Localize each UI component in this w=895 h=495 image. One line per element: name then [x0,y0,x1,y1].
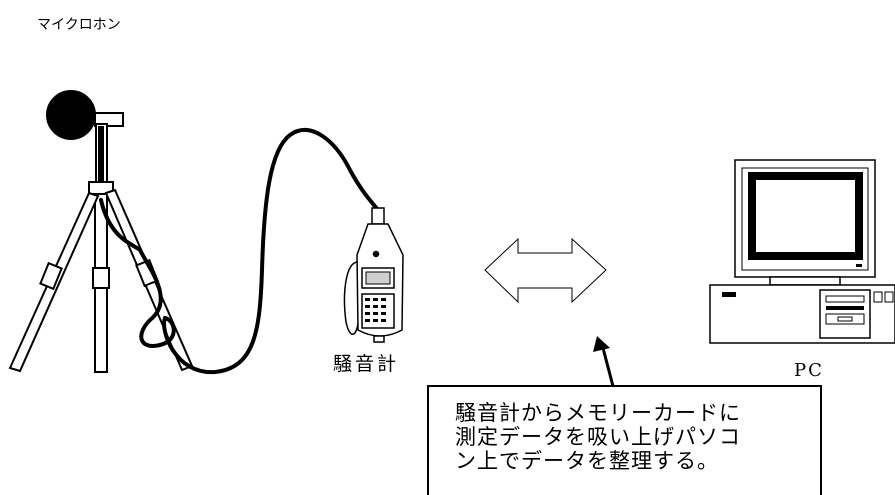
note-box: 騒音計からメモリーカードに 測定データを吸い上げパソコ ン上でデータを整理する。 [427,385,822,495]
desktop-computer-icon [709,159,895,344]
note-line: 測定データを吸い上げパソコ [455,425,741,449]
microphone-cable [99,128,380,375]
double-headed-arrow-icon [484,237,607,304]
sound-level-meter-icon [343,207,404,343]
note-line: ン上でデータを整理する。 [455,449,719,473]
microphone-label: マイクロホン [37,17,121,33]
pc-label: PC [794,360,824,381]
tripod-microphone-icon [8,90,194,373]
note-line: 騒音計からメモリーカードに [455,401,741,425]
pointer-arrow [593,336,616,391]
sound-level-meter-label: 騒音計 [333,353,400,375]
